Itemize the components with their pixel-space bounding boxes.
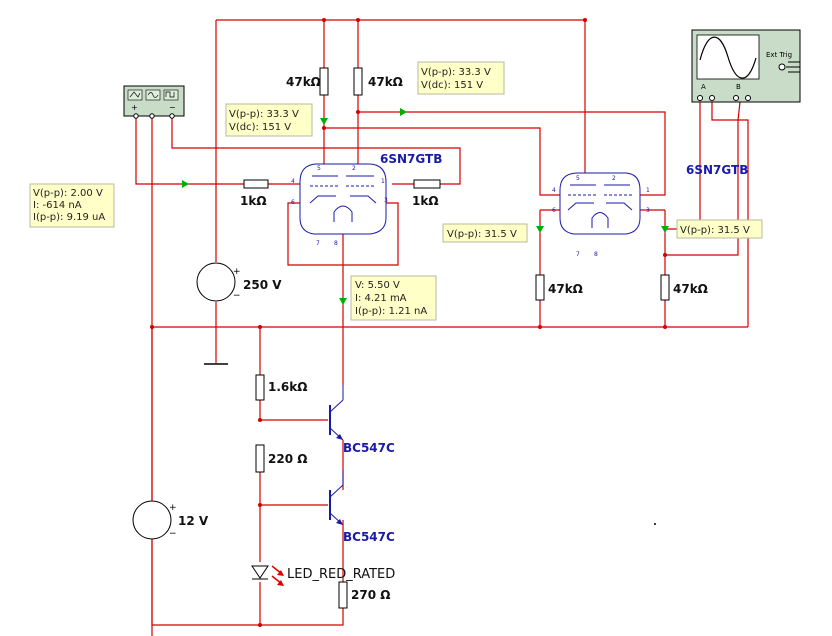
probe-p2[interactable]: V(p-p): 33.3 V V(dc): 151 V <box>417 61 505 95</box>
svg-text:6: 6 <box>552 207 556 214</box>
resistor-led[interactable]: 270 Ω <box>338 581 390 609</box>
resistor-bias-2[interactable]: 220 Ω <box>255 444 307 473</box>
resistor-bias-1-label: 1.6kΩ <box>268 380 307 394</box>
probe-p1-line2: V(dc): 151 V <box>229 122 291 133</box>
oscilloscope-sine-trace <box>699 36 757 79</box>
transistor-q1-label: BC547C <box>343 441 395 455</box>
ext-trig-label: Ext Trig <box>766 51 792 59</box>
resistor-led-label: 270 Ω <box>351 588 390 602</box>
svg-text:+: + <box>131 103 138 112</box>
resistor-input-1[interactable]: 1kΩ <box>240 179 269 208</box>
transistor-q1[interactable]: BC547C <box>329 385 395 455</box>
svg-text:3: 3 <box>646 207 650 214</box>
svg-text:8: 8 <box>334 240 338 247</box>
led-label: LED_RED_RATED <box>287 567 395 582</box>
probe-p3[interactable]: V(p-p): 2.00 V I: -614 nA I(p-p): 9.19 u… <box>29 183 115 228</box>
channel-b-label: B <box>736 83 741 91</box>
voltage-source-12v[interactable]: + − 12 V <box>132 500 209 540</box>
probe-p1[interactable]: V(p-p): 33.3 V V(dc): 151 V <box>225 103 313 137</box>
probe-markers <box>182 108 669 305</box>
probe-p5-line1: V(p-p): 31.5 V <box>447 229 517 240</box>
tube-left[interactable]: 5 2 4 1 6 3 7 8 6SN7GTB <box>291 152 442 247</box>
svg-text:1: 1 <box>646 187 650 194</box>
led-red[interactable]: LED_RED_RATED <box>251 565 395 586</box>
svg-text:4: 4 <box>552 187 556 194</box>
svg-text:7: 7 <box>576 251 580 258</box>
junction-dots <box>150 18 667 627</box>
svg-text:−: − <box>169 103 176 112</box>
svg-text:1: 1 <box>381 178 385 185</box>
svg-text:6: 6 <box>291 199 295 206</box>
transistor-q2-label: BC547C <box>343 530 395 544</box>
svg-text:5: 5 <box>576 175 580 182</box>
svg-text:3: 3 <box>384 197 388 204</box>
probe-p4[interactable]: V: 5.50 V I: 4.21 mA I(p-p): 1.21 nA <box>350 275 437 321</box>
resistor-input-2[interactable]: 1kΩ <box>412 179 441 208</box>
resistor-plate-1[interactable]: 47kΩ <box>286 67 329 96</box>
probe-p3-line1: V(p-p): 2.00 V <box>33 188 103 199</box>
function-generator[interactable]: + − <box>123 85 185 119</box>
resistor-input-1-label: 1kΩ <box>240 194 267 208</box>
svg-text:8: 8 <box>594 251 598 258</box>
svg-text:2: 2 <box>352 165 356 172</box>
probe-p2-line1: V(p-p): 33.3 V <box>421 67 491 78</box>
svg-text:2: 2 <box>612 175 616 182</box>
svg-text:+: + <box>169 503 177 513</box>
probe-p6-line1: V(p-p): 31.5 V <box>680 225 750 236</box>
transistor-q2[interactable]: BC547C <box>329 470 395 544</box>
svg-text:−: − <box>233 291 241 301</box>
probe-p5[interactable]: V(p-p): 31.5 V <box>442 223 528 243</box>
voltage-source-250v[interactable]: + − 250 V <box>196 262 282 302</box>
probe-p2-line2: V(dc): 151 V <box>421 80 483 91</box>
probe-p3-line3: I(p-p): 9.19 uA <box>33 212 105 223</box>
svg-text:5: 5 <box>317 165 321 172</box>
probe-p4-line3: I(p-p): 1.21 nA <box>355 306 427 317</box>
voltage-source-250v-label: 250 V <box>243 278 282 292</box>
resistor-plate-2[interactable]: 47kΩ <box>353 67 403 96</box>
probe-p4-line2: I: 4.21 mA <box>355 293 407 304</box>
resistor-cathode-2-label: 47kΩ <box>673 282 708 296</box>
wires <box>135 19 749 636</box>
resistor-plate-1-label: 47kΩ <box>286 75 321 89</box>
resistor-cathode-1[interactable]: 47kΩ <box>535 274 583 301</box>
stray-dot <box>654 523 656 525</box>
tube-right-label: 6SN7GTB <box>686 163 748 177</box>
svg-text:4: 4 <box>291 178 295 185</box>
probe-p4-line1: V: 5.50 V <box>355 280 400 291</box>
svg-text:−: − <box>169 529 177 539</box>
probe-p6[interactable]: V(p-p): 31.5 V <box>676 219 763 239</box>
resistor-bias-2-label: 220 Ω <box>268 452 307 466</box>
probe-p3-line2: I: -614 nA <box>33 200 82 211</box>
resistor-input-2-label: 1kΩ <box>412 194 439 208</box>
tube-left-label: 6SN7GTB <box>380 152 442 166</box>
resistor-cathode-2[interactable]: 47kΩ <box>660 274 708 301</box>
svg-text:7: 7 <box>316 240 320 247</box>
tube-right[interactable]: 5 2 4 1 6 3 7 8 6SN7GTB <box>552 163 748 258</box>
oscilloscope[interactable]: Ext Trig A B <box>691 29 801 103</box>
probe-p1-line1: V(p-p): 33.3 V <box>229 109 299 120</box>
resistor-plate-2-label: 47kΩ <box>368 75 403 89</box>
voltage-source-12v-label: 12 V <box>178 514 209 528</box>
resistor-bias-1[interactable]: 1.6kΩ <box>255 374 307 401</box>
svg-text:+: + <box>233 267 241 277</box>
channel-a-label: A <box>701 83 706 91</box>
resistor-cathode-1-label: 47kΩ <box>548 282 583 296</box>
